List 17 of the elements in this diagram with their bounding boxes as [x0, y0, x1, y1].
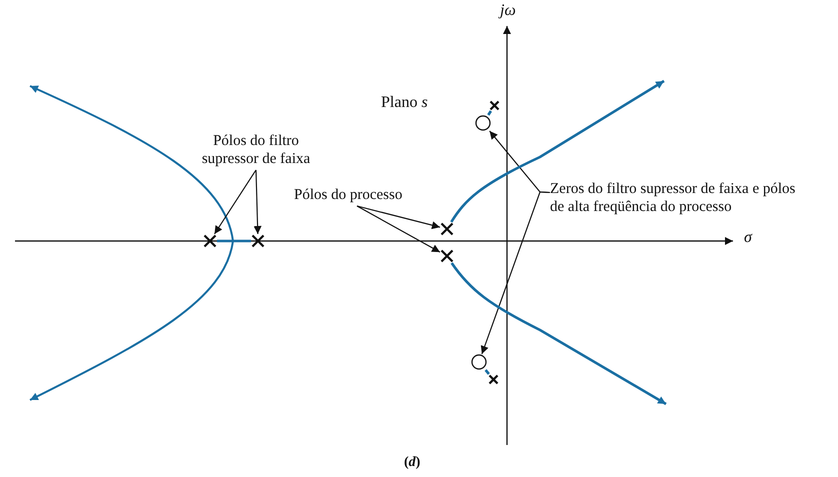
root-locus-branch	[450, 80, 665, 223]
root-locus-branch	[487, 110, 492, 116]
annotation-text: Pólos do filtro supressor de faixa	[200, 132, 312, 168]
leader-arrow	[480, 191, 550, 354]
leader-arrow	[356, 205, 440, 230]
plane-label: Plano s	[381, 94, 428, 112]
leader-arrow	[214, 170, 256, 234]
leader-arrow	[356, 206, 440, 253]
leader-arrow	[254, 170, 262, 234]
figure-caption: (d)	[404, 455, 420, 471]
root-locus-branch	[484, 369, 490, 375]
annotation-text: Pólos do processo	[294, 186, 404, 204]
root-locus-branch	[450, 262, 667, 406]
axis-label: σ	[744, 229, 752, 247]
annotation-text: Zeros do filtro supressor de faixa e pólos de alta freqüência do processo	[550, 180, 796, 216]
root-locus-branch	[217, 240, 251, 242]
axis-label: jω	[500, 2, 516, 20]
